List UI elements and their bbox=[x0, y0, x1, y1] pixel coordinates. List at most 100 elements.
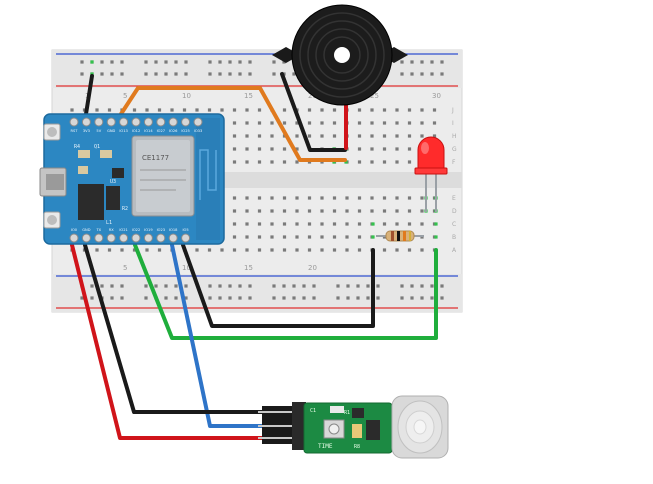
chip-label: Q1 bbox=[94, 144, 100, 150]
pin-label: 3V3 bbox=[83, 129, 90, 133]
rail-hole bbox=[238, 284, 242, 288]
row-letter: E bbox=[452, 195, 456, 202]
rail-hole bbox=[218, 296, 222, 300]
breadboard-hole bbox=[132, 248, 137, 252]
rail-hole bbox=[110, 296, 114, 300]
rail-hole bbox=[282, 60, 286, 64]
breadboard-hole bbox=[357, 209, 362, 213]
header-pin bbox=[168, 233, 178, 243]
breadboard-hole bbox=[407, 248, 412, 252]
breadboard-hole bbox=[232, 248, 237, 252]
rail-hole bbox=[430, 72, 434, 76]
rail-hole bbox=[164, 60, 168, 64]
breadboard-hole bbox=[345, 235, 349, 239]
breadboard-hole bbox=[232, 134, 237, 138]
breadboard-hole bbox=[395, 160, 399, 164]
breadboard-hole bbox=[332, 196, 337, 200]
breadboard-hole bbox=[295, 121, 299, 125]
rail-hole bbox=[208, 296, 212, 300]
header-pin bbox=[94, 233, 104, 243]
breadboard-hole bbox=[407, 147, 412, 151]
pin-label: RX bbox=[109, 228, 114, 232]
breadboard-hole bbox=[320, 121, 324, 125]
pin-label: IO0 bbox=[71, 228, 78, 232]
rail-hole bbox=[100, 72, 104, 76]
rail-hole bbox=[376, 296, 380, 300]
rail-hole bbox=[228, 72, 232, 76]
header-pin bbox=[168, 117, 178, 127]
rail-hole bbox=[410, 284, 414, 288]
breadboard-hole bbox=[357, 108, 362, 112]
rail-hole bbox=[400, 60, 404, 64]
rail-hole bbox=[218, 284, 222, 288]
breadboard-hole bbox=[407, 160, 412, 164]
breadboard-hole bbox=[320, 134, 324, 138]
module-marking: CE1177 bbox=[142, 154, 169, 162]
breadboard-hole bbox=[357, 134, 362, 138]
rail-hole bbox=[100, 284, 104, 288]
breadboard-hole bbox=[307, 134, 312, 138]
breadboard-hole bbox=[357, 235, 362, 239]
breadboard-hole bbox=[395, 134, 399, 138]
rail-hole bbox=[184, 296, 188, 300]
rail-hole bbox=[440, 284, 444, 288]
breadboard-hole bbox=[257, 209, 262, 213]
header-pin bbox=[143, 233, 153, 243]
breadboard-hole bbox=[232, 121, 237, 125]
rail-hole bbox=[248, 296, 252, 300]
pin-label: IO26 bbox=[169, 129, 178, 133]
rail-hole bbox=[366, 296, 370, 300]
breadboard-hole bbox=[195, 248, 199, 252]
rail-hole bbox=[228, 60, 232, 64]
rail-hole bbox=[440, 296, 444, 300]
breadboard-hole bbox=[132, 108, 137, 112]
breadboard-hole bbox=[270, 248, 274, 252]
rail-hole bbox=[164, 296, 168, 300]
rail-hole bbox=[208, 72, 212, 76]
breadboard-hole bbox=[207, 108, 212, 112]
breadboard-hole bbox=[120, 248, 124, 252]
breadboard-hole bbox=[332, 134, 337, 138]
rail-hole bbox=[154, 72, 158, 76]
breadboard-hole bbox=[357, 196, 362, 200]
pin-label: IO18 bbox=[169, 228, 178, 232]
rail-hole bbox=[430, 284, 434, 288]
breadboard-hole bbox=[282, 121, 287, 125]
breadboard-hole bbox=[157, 108, 162, 112]
rail-hole bbox=[272, 60, 276, 64]
breadboard-hole bbox=[320, 235, 324, 239]
rail-hole bbox=[228, 296, 232, 300]
breadboard-hole bbox=[320, 196, 324, 200]
breadboard-hole bbox=[270, 147, 274, 151]
rail-hole bbox=[248, 284, 252, 288]
rail-hole bbox=[292, 284, 296, 288]
column-number: 15 bbox=[244, 264, 253, 272]
breadboard-hole bbox=[182, 108, 187, 112]
rail-hole bbox=[400, 296, 404, 300]
breadboard-hole bbox=[245, 248, 249, 252]
breadboard-hole bbox=[395, 121, 399, 125]
breadboard-hole bbox=[270, 196, 274, 200]
rail-hole bbox=[302, 284, 306, 288]
breadboard-hole bbox=[270, 235, 274, 239]
breadboard-hole bbox=[270, 222, 274, 226]
breadboard-hole bbox=[420, 196, 424, 200]
breadboard-hole bbox=[307, 222, 312, 226]
breadboard-hole bbox=[382, 134, 387, 138]
connected-hole bbox=[434, 222, 438, 226]
green-wire bbox=[133, 243, 438, 340]
breadboard-hole bbox=[232, 235, 237, 239]
pin-label: IO14 bbox=[144, 129, 153, 133]
pir-sensor-module: R1 TIME R8 C1 bbox=[258, 395, 449, 459]
pin-label: IO25 bbox=[181, 129, 189, 133]
breadboard-hole bbox=[245, 134, 249, 138]
rail-hole bbox=[272, 296, 276, 300]
header-pin bbox=[143, 117, 153, 127]
breadboard-hole bbox=[232, 147, 237, 151]
breadboard-hole bbox=[432, 121, 437, 125]
breadboard-hole bbox=[282, 235, 287, 239]
breadboard-hole bbox=[295, 134, 299, 138]
rail-hole bbox=[346, 284, 350, 288]
column-number: 5 bbox=[123, 92, 127, 100]
rail-hole bbox=[248, 60, 252, 64]
